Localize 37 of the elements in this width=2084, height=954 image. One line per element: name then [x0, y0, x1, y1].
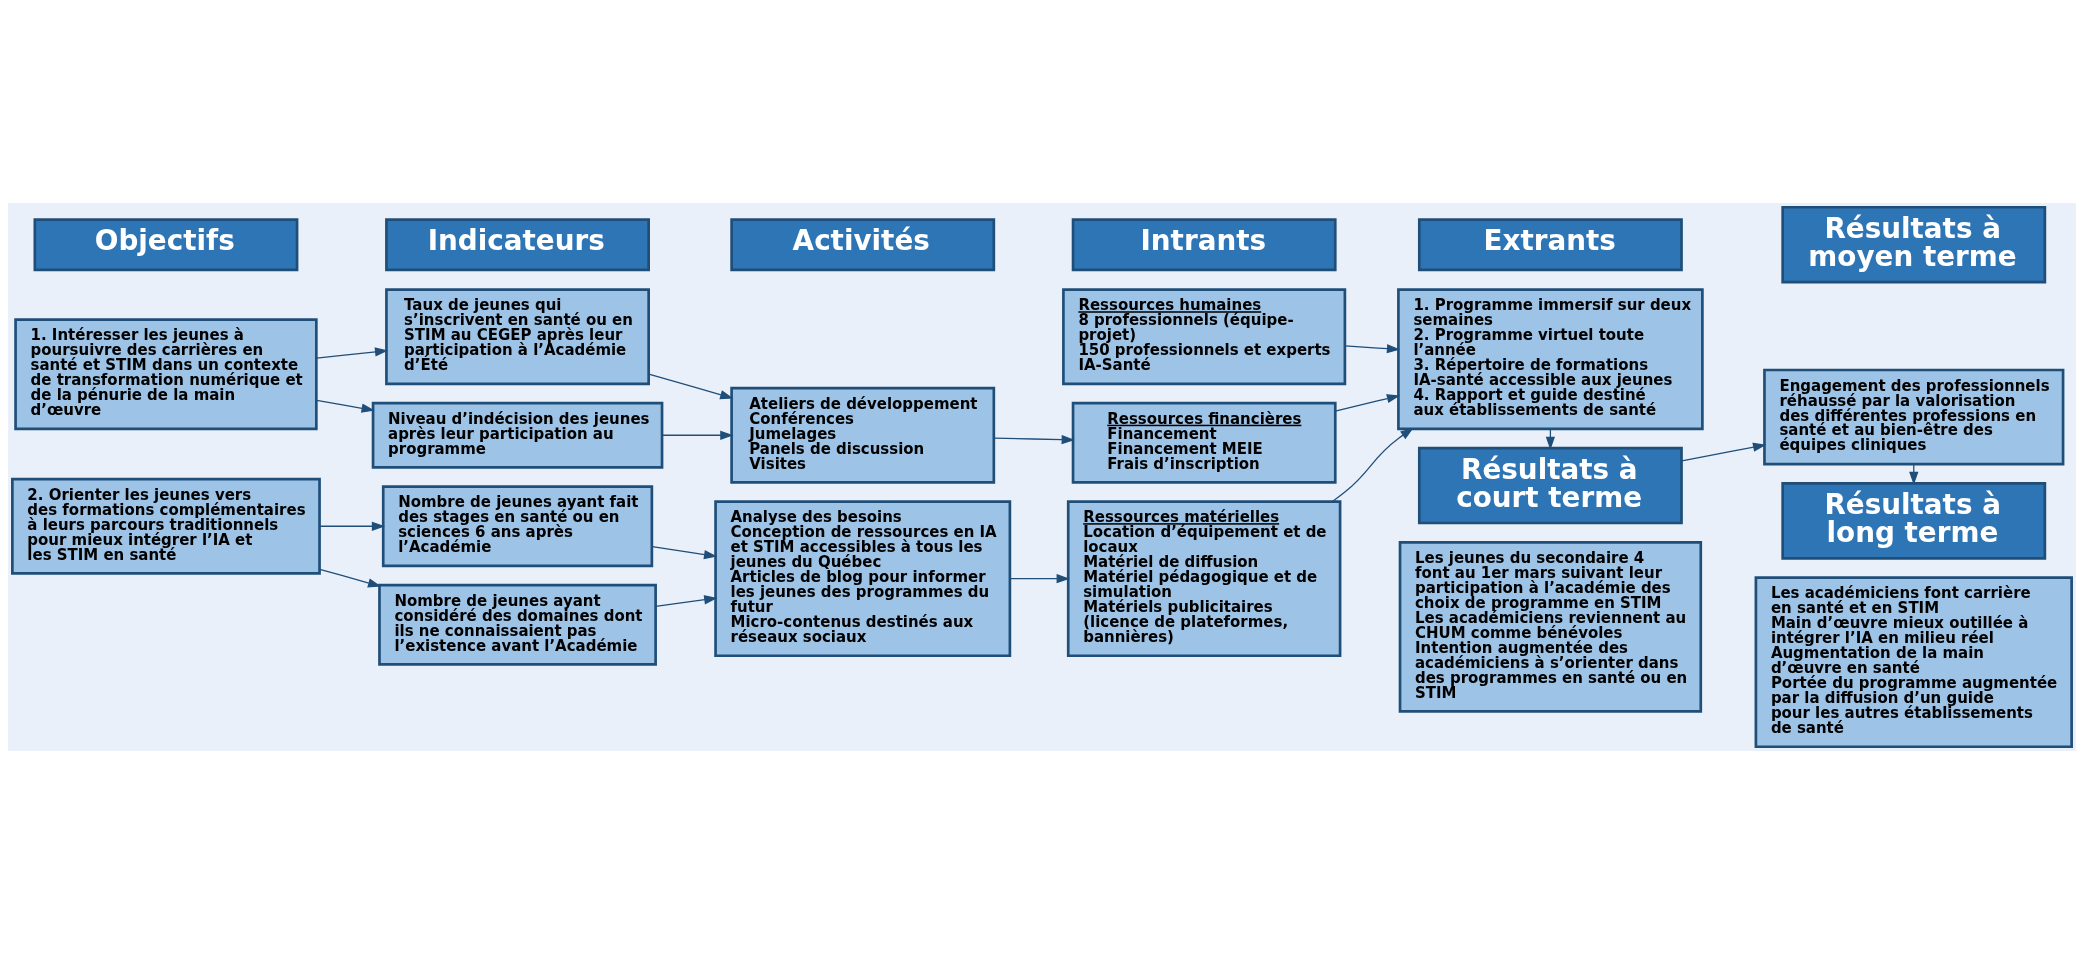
node-box: Activités [730, 218, 996, 272]
arrow [661, 430, 734, 440]
node-box: Ateliers de développement Conférences Jumelages Panels de discussion Visites [730, 386, 996, 484]
arrow [319, 521, 386, 531]
node-box: Intrants [1071, 218, 1337, 272]
node-box: Ressources financières Financement Financement MEIE Frais d’inscription [1071, 401, 1337, 484]
node-box: 1. Programme immersif sur deux semaines 2. Programme virtuel toute l’année 3. Répertoire de formations IA-santé accessible aux jeunes 4. Rapport et guide destiné aux établissements de santé [1397, 288, 1704, 431]
node-box: Niveau d’indécision des jeunes après leur participation au programme [371, 401, 664, 469]
arrow [319, 568, 382, 588]
node-box: Ressources matérielles Location d’équipement et de locaux Matériel de diffusion Matériel pédagogique et de simulation Matériels publicitaires (licence de plateformes, bannières) [1066, 500, 1342, 658]
node-box: Les jeunes du secondaire 4 font au 1er mars suivant leur participation à l’académie des choix de programme en STIM Les académiciens reviennent au CHUM comme bénévoles Intention augmentée des académiciens à s’orienter dans des programmes en santé ou en STIM [1398, 540, 1703, 713]
node-box: Résultats à long terme [1781, 482, 2047, 560]
arrow [655, 595, 718, 607]
arrow [648, 373, 734, 400]
arrow [1009, 574, 1070, 584]
node-box: Résultats à moyen terme [1781, 205, 2047, 284]
node-box: Ressources humaines 8 professionnels (équipe-projet) 150 professionnels et experts IA-Santé [1062, 288, 1347, 386]
node-box: Indicateurs [385, 218, 650, 272]
node-box: Taux de jeunes qui s’inscrivent en santé ou en STIM au CEGEP après leur participation à l’Académie d’Été [385, 288, 650, 386]
node-box: 2. Orienter les jeunes vers des formations complémentaires à leurs parcours traditionnels pour mieux intégrer l’IA et les STIM en santé [11, 477, 321, 575]
node-box: Analyse des besoins Conception de ressources en IA et STIM accessibles à tous les jeunes du Québec Articles de blog pour informer les jeunes des programmes du futur Micro-contenus destinés aux réseaux sociaux [714, 500, 1012, 658]
arrow [316, 347, 389, 359]
node-box: Résultats à court terme [1417, 446, 1683, 525]
node-box: Nombre de jeunes ayant considéré des domaines dont ils ne connaissaient pas l’existence avant l’Académie [378, 583, 657, 666]
node-box: Nombre de jeunes ayant fait des stages en santé ou en sciences 6 ans après l’Académie [381, 485, 654, 568]
arrow [993, 435, 1075, 445]
arrow [316, 399, 375, 413]
node-box: Extrants [1417, 218, 1683, 272]
node-box: Objectifs [33, 218, 299, 272]
node-box: Les académiciens font carrière en santé et en STIM Main d’œuvre mieux outillée à intégrer l’IA en milieu réel Augmentation de la main d’œuvre en santé Portée du programme augmentée par la diffusion d’un guide pour les autres établissements de santé [1754, 576, 2073, 749]
arrow [651, 546, 718, 560]
node-box: 1. Intéresser les jeunes à poursuivre des carrières en santé et STIM dans un contexte de transformation numérique et de la pénurie de la main d’œuvre [14, 318, 318, 431]
arrow [1334, 394, 1401, 412]
arrow [1344, 344, 1401, 354]
arrow [1331, 427, 1414, 503]
node-box: Engagement des professionnels réhaussé par la valorisation des différentes professions en santé et au bien-être des équipes cliniques [1763, 368, 2065, 466]
arrow [1681, 442, 1767, 462]
